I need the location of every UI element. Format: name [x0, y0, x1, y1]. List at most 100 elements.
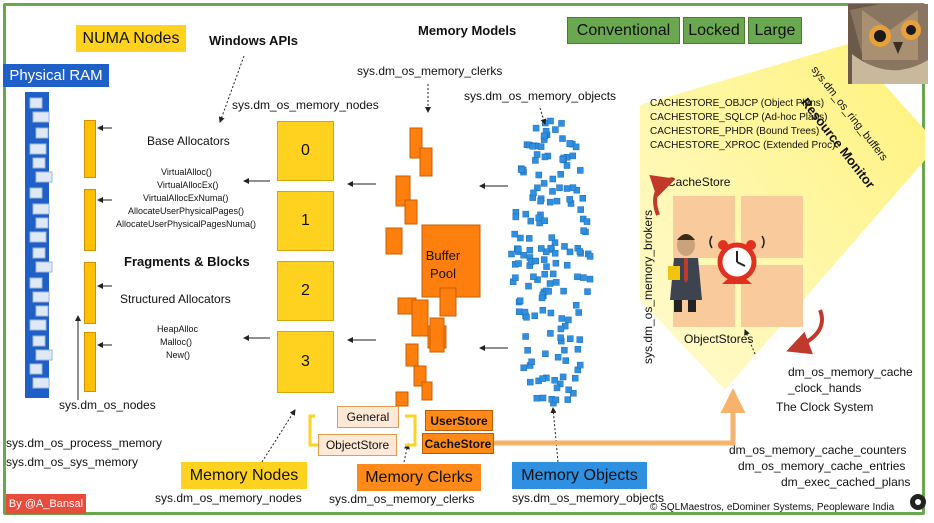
memory-object-block — [541, 153, 549, 161]
memory-object-block — [526, 235, 533, 242]
base-allocators-label: Base Allocators — [147, 134, 230, 148]
memory-object-block — [567, 335, 574, 342]
memory-clerk-block — [405, 343, 419, 367]
fragments-blocks-label: Fragments & Blocks — [124, 254, 250, 269]
memory-clerk-block — [409, 127, 423, 159]
ram-fragment — [35, 349, 53, 361]
memory-object-block — [549, 175, 557, 183]
cachestore-objcp: CACHESTORE_OBJCP (Object Plans) — [650, 98, 825, 109]
memory-clerks-dmv-top: sys.dm_os_memory_clerks — [357, 64, 503, 78]
memory-object-block — [549, 270, 557, 278]
memory-nodes-bottom-dmv: sys.dm_os_memory_nodes — [155, 491, 302, 505]
copyright-text: © SQLMaestros, eDominer Systems, Peoplew… — [650, 502, 895, 513]
memory-object-block — [535, 214, 542, 222]
cached-plans-dmv: dm_exec_cached_plans — [781, 475, 911, 489]
memory-object-block — [517, 166, 525, 173]
memory-object-block — [543, 263, 550, 270]
memory-objects-bottom-dmv: sys.dm_os_memory_objects — [512, 491, 665, 505]
memory-object-block — [522, 210, 530, 218]
memory-object-block — [558, 315, 566, 322]
memory-object-block — [522, 333, 529, 340]
api-malloc: Malloc() — [160, 337, 193, 347]
memory-object-block — [553, 279, 560, 286]
memory-clerks-bottom-dmv: sys.dm_os_memory_clerks — [329, 492, 475, 506]
store-userstore: UserStore — [425, 410, 493, 431]
memory-object-block — [557, 171, 564, 178]
memory-object-block — [528, 358, 535, 366]
memory-clerk-block — [411, 299, 429, 337]
memory-object-block — [529, 143, 537, 150]
ram-fragment — [32, 377, 50, 389]
memory-clerk-block — [413, 365, 427, 387]
memory-object-block — [574, 346, 582, 353]
memory-object-block — [580, 227, 587, 234]
memory-object-block — [558, 120, 565, 127]
memory-object-block — [508, 250, 515, 258]
memory-object-block — [563, 185, 571, 192]
ram-fragment — [29, 231, 47, 243]
memory-object-block — [577, 206, 584, 213]
ram-fragment — [29, 97, 43, 109]
memory-object-block — [539, 394, 547, 402]
memory-object-block — [576, 248, 584, 255]
memory-object-block — [572, 301, 580, 309]
objectstores-caption: ObjectStores — [684, 332, 754, 346]
memory-object-block — [560, 287, 567, 295]
ram-fragment — [35, 305, 49, 317]
ram-fragment — [29, 143, 47, 155]
numa-bar-1 — [84, 189, 96, 251]
memory-clerks-bottom-label: Memory Clerks — [357, 464, 481, 491]
windows-apis-label: Windows APIs — [209, 33, 298, 48]
memory-object-block — [576, 361, 584, 369]
ram-fragment — [29, 277, 43, 289]
memory-object-block — [511, 230, 518, 238]
memory-object-block — [552, 126, 559, 133]
memory-object-block — [566, 196, 573, 203]
memory-object-block — [566, 248, 574, 256]
memory-clerk-block — [404, 199, 418, 225]
memory-object-block — [531, 312, 538, 320]
memory-object-block — [580, 274, 587, 281]
memory-object-block — [546, 198, 554, 206]
memory-object-block — [547, 330, 554, 337]
memory-models-label: Memory Models — [418, 23, 517, 38]
api-heapalloc: HeapAlloc — [157, 324, 199, 334]
cache-clock-hands-dmv-2: _clock_hands — [788, 381, 862, 395]
memory-object-block — [525, 282, 532, 290]
memory-object-block — [520, 251, 527, 259]
cachestore-xproc: CACHESTORE_XPROC (Extended Proc) — [650, 140, 836, 151]
memory-object-block — [549, 188, 556, 195]
memory-object-block — [547, 309, 555, 317]
memory-clerk-block — [395, 175, 411, 207]
memory-object-block — [554, 353, 562, 361]
memory-clerk-block — [421, 381, 433, 401]
memory-clerk-block — [395, 391, 409, 407]
memory-object-block — [512, 274, 519, 281]
memory-object-block — [537, 197, 544, 205]
ram-fragment — [29, 319, 47, 331]
memory-object-block — [552, 259, 560, 267]
memory-object-block — [561, 346, 568, 354]
buffer-pool-label-2: Pool — [429, 266, 457, 281]
memory-object-block — [545, 288, 552, 295]
memory-clerk-block — [421, 224, 481, 298]
api-virtualalloc: VirtualAlloc() — [161, 167, 212, 177]
memory-object-block — [534, 184, 541, 192]
memory-object-block — [563, 262, 571, 269]
memory-node-3: 3 — [277, 331, 334, 393]
memory-object-block — [546, 280, 554, 287]
memory-object-block — [559, 155, 566, 163]
process-memory-dmv: sys.dm_os_process_memory — [6, 436, 163, 450]
numa-bar-0 — [84, 120, 96, 178]
ram-fragment — [32, 157, 46, 169]
memory-object-block — [562, 357, 570, 364]
ram-fragment — [35, 171, 53, 183]
